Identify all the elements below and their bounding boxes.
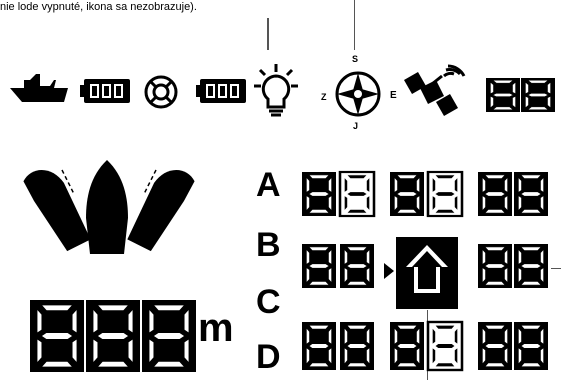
lifebuoy-icon xyxy=(144,75,178,109)
compass-icon xyxy=(334,70,382,118)
boat-icon-right xyxy=(128,164,190,256)
compass-label-e: E xyxy=(390,90,397,101)
bulb-icon xyxy=(254,62,298,118)
segment-digit-row-b xyxy=(302,244,336,288)
segment-digit-row-a xyxy=(514,172,548,216)
home-icon xyxy=(384,237,462,309)
segment-digit-row-d xyxy=(340,322,374,370)
segment-digit-distance xyxy=(86,300,140,372)
segment-digit-top xyxy=(521,78,555,112)
segment-digit-row-a xyxy=(302,172,336,216)
segment-digit-row-b xyxy=(340,244,374,288)
segment-digit-row-a xyxy=(340,172,374,216)
boat-icon-left xyxy=(28,164,90,256)
row-label-d: D xyxy=(256,340,281,374)
compass-label-n: S xyxy=(352,54,358,64)
segment-digit-row-d xyxy=(428,322,462,370)
segment-digit-row-b xyxy=(514,244,548,288)
row-label-a: A xyxy=(256,168,281,202)
segment-digit-row-d xyxy=(514,322,548,370)
battery-icon xyxy=(196,78,248,104)
pointer-line-compass xyxy=(354,0,355,50)
row-label-c: C xyxy=(256,285,281,319)
segment-digit-top xyxy=(486,78,520,112)
ship-icon xyxy=(8,70,70,108)
segment-digit-row-a xyxy=(478,172,512,216)
compass-label-s: J xyxy=(353,121,358,131)
compass-label-w: Z xyxy=(321,92,327,102)
pointer-line-bulb xyxy=(267,18,269,50)
unit-label: m xyxy=(198,308,234,348)
segment-digit-row-a xyxy=(390,172,424,216)
caption-text: nie lode vypnuté, ikona sa nezobrazuje). xyxy=(0,0,197,14)
segment-digit-row-a xyxy=(428,172,462,216)
pointer-line-right xyxy=(551,268,561,269)
segment-digit-row-b xyxy=(478,244,512,288)
segment-digit-row-d xyxy=(390,322,424,370)
segment-digit-row-d xyxy=(302,322,336,370)
row-label-b: B xyxy=(256,228,281,262)
segment-digit-distance xyxy=(30,300,84,372)
satellite-icon xyxy=(398,66,468,124)
segment-digit-row-d xyxy=(478,322,512,370)
battery-icon xyxy=(80,78,132,104)
segment-digit-distance xyxy=(142,300,196,372)
boat-icon-center xyxy=(82,158,132,258)
